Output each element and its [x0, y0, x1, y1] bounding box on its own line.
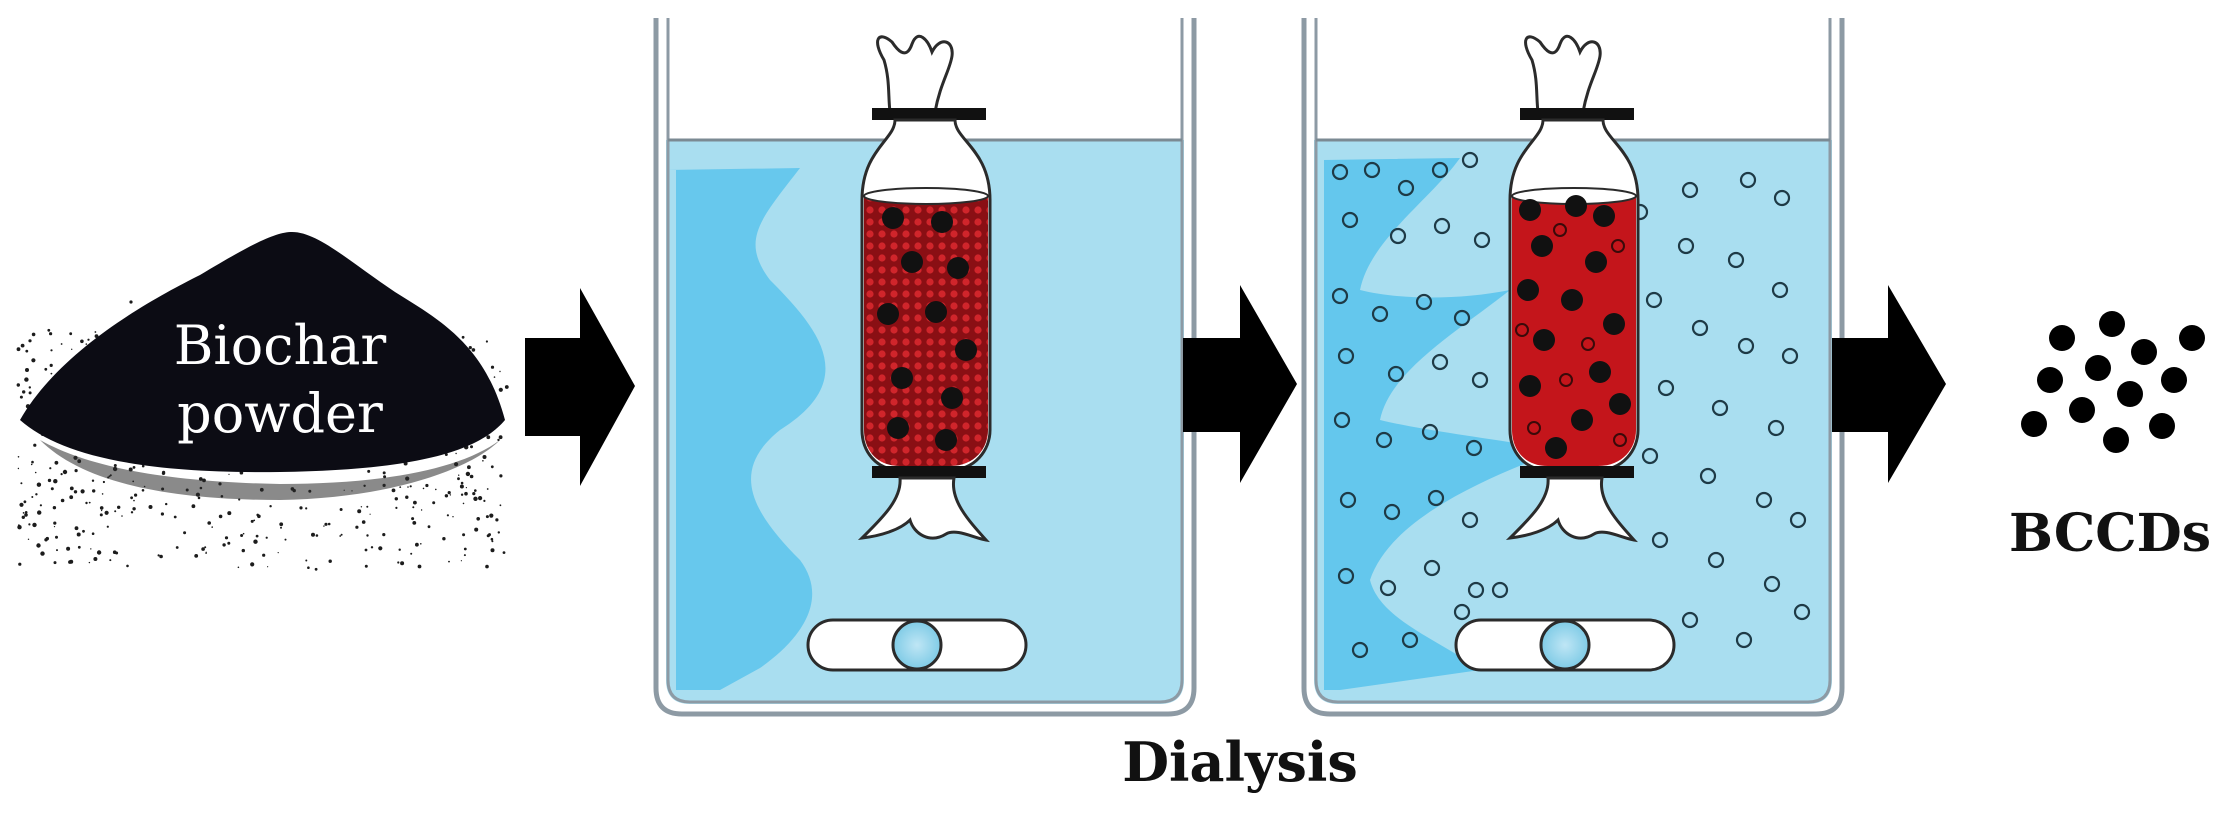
process-arrow-1 [525, 288, 635, 486]
biochar-label-line2: powder [177, 382, 383, 445]
bccds-particles [2021, 311, 2205, 453]
biochar-label-line1: Biochar [173, 314, 387, 377]
dialysis-label: Dialysis [1122, 730, 1358, 794]
dialysis-beaker-before [653, 18, 1197, 717]
dialysis-beaker-after [1301, 18, 1845, 717]
biochar-powder-label: Biochar powder [150, 312, 410, 448]
dialysis-bag-2 [1505, 34, 1640, 543]
bccds-label: BCCDs [2008, 503, 2212, 564]
biochar-powder-pile [16, 232, 509, 571]
process-arrow-2 [1183, 285, 1297, 483]
dialysis-bag-1 [857, 34, 992, 543]
process-arrow-3 [1832, 285, 1946, 483]
